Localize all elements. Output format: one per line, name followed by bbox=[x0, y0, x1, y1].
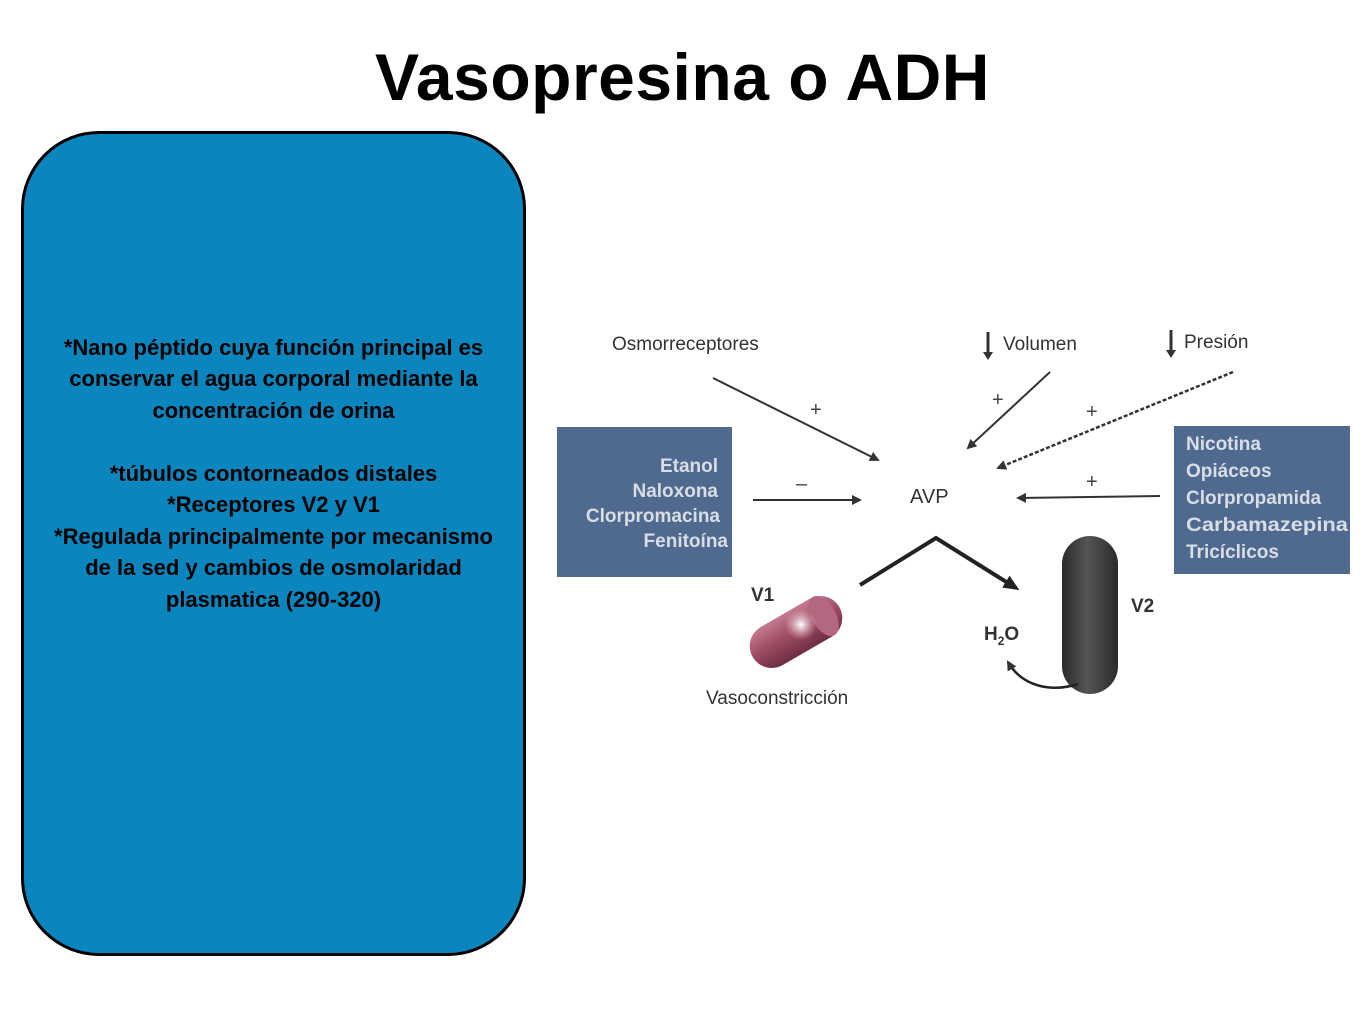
arrow-volumen-to-avp bbox=[966, 371, 1051, 450]
inhibitors-box bbox=[557, 427, 732, 577]
stimulator-item: Carbamazepina bbox=[1186, 515, 1348, 536]
avp-label: AVP bbox=[910, 486, 949, 508]
sign-osmo: + bbox=[810, 399, 822, 421]
vasoconstriccion-label: Vasoconstricción bbox=[706, 688, 848, 709]
label-presion: Presión bbox=[1184, 332, 1248, 353]
arrow-osmo-to-avp bbox=[712, 377, 880, 461]
stimulator-item: Nicotina bbox=[1186, 434, 1261, 455]
sign-volumen: + bbox=[992, 389, 1004, 411]
avp-regulation-diagram: Osmorreceptores Volumen Presión + + + – … bbox=[538, 290, 1360, 730]
v2-label: V2 bbox=[1131, 596, 1154, 617]
arrow-presion-to-avp bbox=[996, 370, 1234, 470]
arrow-water-reabsorption bbox=[1006, 660, 1079, 689]
stimulators-box bbox=[1174, 426, 1350, 574]
v1-cylinder bbox=[749, 596, 843, 668]
info-line-regulada: *Regulada principalmente por mecanismo d… bbox=[54, 523, 493, 612]
info-spacer bbox=[39, 426, 509, 458]
stimulator-item: Clorpropamida bbox=[1186, 488, 1322, 509]
label-osmorreceptores: Osmorreceptores bbox=[612, 334, 759, 355]
info-text: *Nano péptido cuya función principal es … bbox=[39, 332, 509, 616]
slide-title: Vasopresina o ADH bbox=[375, 40, 990, 114]
stimulator-item: Tricíclicos bbox=[1186, 542, 1279, 563]
info-paragraph: *Nano péptido cuya función principal es … bbox=[63, 334, 484, 423]
stimulator-item: Opiáceos bbox=[1186, 461, 1272, 482]
water-label: H2O bbox=[984, 624, 1019, 648]
info-box: *Nano péptido cuya función principal es … bbox=[21, 131, 526, 956]
inhibitor-item: Fenitoína bbox=[644, 531, 729, 552]
inhibitor-item: Etanol bbox=[660, 456, 718, 477]
sign-left: – bbox=[796, 473, 808, 495]
label-volumen: Volumen bbox=[1003, 334, 1077, 355]
v1-label: V1 bbox=[751, 585, 775, 606]
info-line-tubulos: *túbulos contorneados distales bbox=[109, 460, 438, 486]
arrow-stimulators-to-avp bbox=[1016, 492, 1161, 503]
inhibitor-item: Naloxona bbox=[632, 481, 718, 502]
down-arrow-icon bbox=[983, 332, 993, 360]
v2-cylinder bbox=[1062, 536, 1118, 694]
sign-presion: + bbox=[1086, 401, 1098, 423]
sign-right: + bbox=[1086, 471, 1098, 493]
arrow-avp-to-receptors bbox=[858, 535, 1020, 591]
info-line-receptores: *Receptores V2 y V1 bbox=[167, 492, 380, 518]
inhibitor-item: Clorpromacina bbox=[586, 506, 721, 527]
down-arrow-icon bbox=[1166, 330, 1176, 358]
